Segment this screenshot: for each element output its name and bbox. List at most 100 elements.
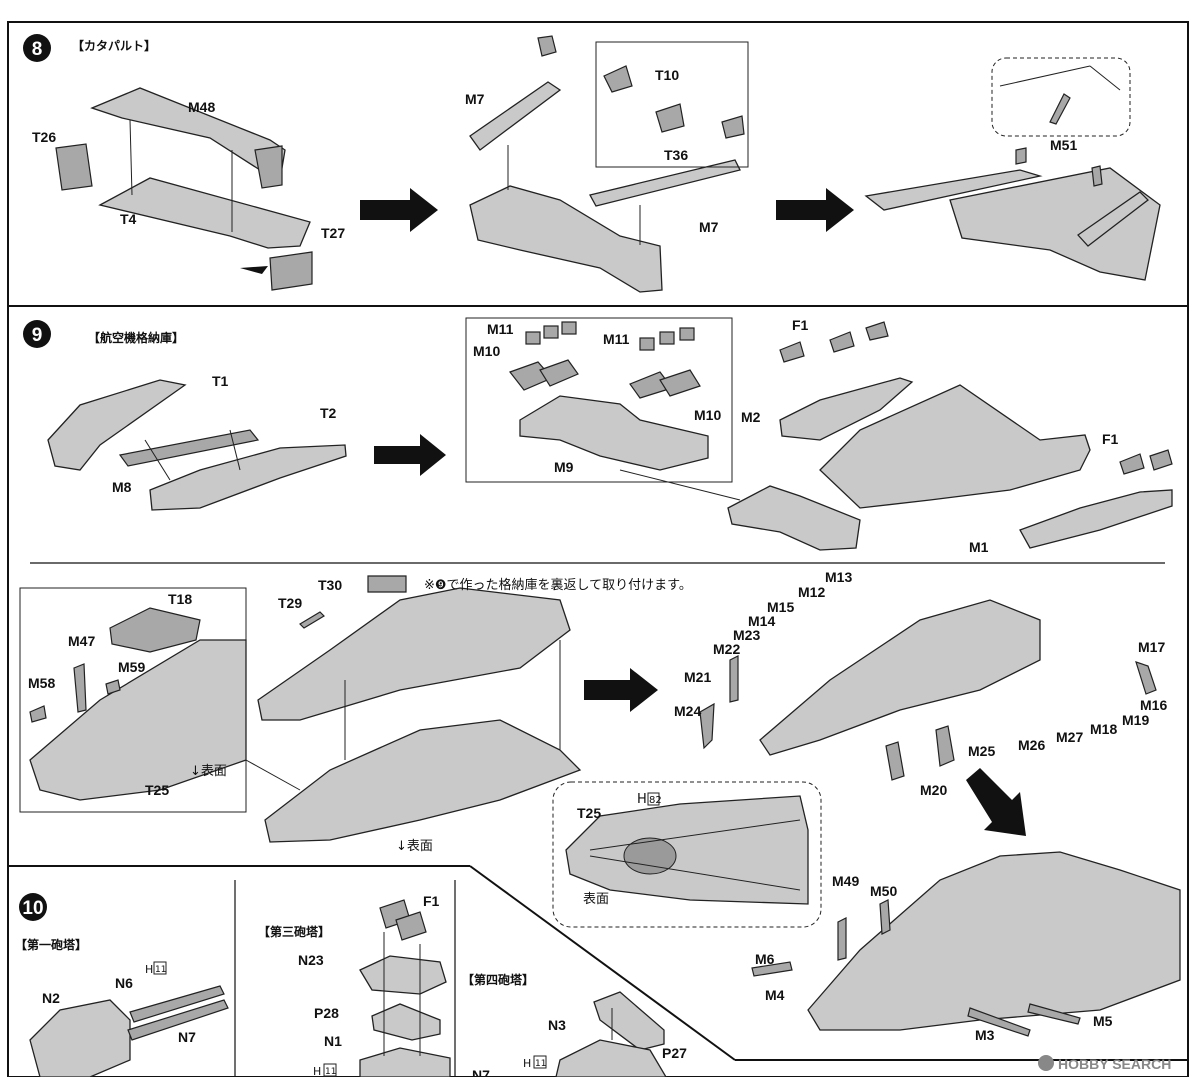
label-M5: M5 <box>1093 1013 1113 1029</box>
label-M10b: M10 <box>694 407 721 423</box>
step-8-number: 8 <box>32 39 43 60</box>
step-10: 10 【第一砲塔】 【第三砲塔】 【第四砲塔】 N2 N6 N7 H 11 F1… <box>15 893 687 1077</box>
t25-inset <box>552 781 822 928</box>
label-T2: T2 <box>320 405 337 421</box>
catapult-middle-parts <box>469 35 749 293</box>
label-M13: M13 <box>825 569 852 585</box>
label-T26: T26 <box>32 129 56 145</box>
step-8-title: 【カタパルト】 <box>72 38 156 53</box>
label-H82-number: 82 <box>649 795 662 806</box>
step-8-arrow-1 <box>360 188 438 232</box>
step-8-arrow-2 <box>776 188 854 232</box>
label-T18: T18 <box>168 591 192 607</box>
label-M9: M9 <box>554 459 574 475</box>
label-M26: M26 <box>1018 737 1045 753</box>
turret-fourth-title: 【第四砲塔】 <box>462 972 534 987</box>
label-N7a: N7 <box>178 1029 196 1045</box>
label-M17: M17 <box>1138 639 1165 655</box>
label-M12: M12 <box>798 584 825 600</box>
step-9-number: 9 <box>32 325 43 346</box>
label-M14: M14 <box>748 613 775 629</box>
label-T10: T10 <box>655 67 679 83</box>
label-M51: M51 <box>1050 137 1077 153</box>
hull-side-parts <box>699 599 1157 781</box>
step-9-arrow-3 <box>966 768 1026 836</box>
hangar-base-parts <box>47 379 347 511</box>
hull-deck-parts <box>257 575 582 843</box>
step-10-badge <box>19 893 47 921</box>
deck-attachment <box>19 587 301 813</box>
label-N7b: N7 <box>472 1067 490 1077</box>
label-M50: M50 <box>870 883 897 899</box>
label-H11a-number: 11 <box>155 965 166 975</box>
label-M2: M2 <box>741 409 761 425</box>
label-M10a: M10 <box>473 343 500 359</box>
step-8: 8 【カタパルト】 M48 T26 T4 T27 <box>23 34 1161 293</box>
label-P27: P27 <box>662 1045 687 1061</box>
label-M15: M15 <box>767 599 794 615</box>
label-H11c-number: 11 <box>535 1059 546 1069</box>
label-M21: M21 <box>684 669 711 685</box>
label-M7b: M7 <box>699 219 719 235</box>
label-M58: M58 <box>28 675 55 691</box>
turret-third-parts <box>359 899 451 1077</box>
final-hull-assembly <box>751 851 1181 1037</box>
step-9-badge <box>23 320 51 348</box>
label-T25b: T25 <box>577 805 601 821</box>
label-H11b: H <box>313 1065 321 1077</box>
label-M18: M18 <box>1090 721 1117 737</box>
label-M3: M3 <box>975 1027 995 1043</box>
label-M11b: M11 <box>603 331 630 347</box>
label-F1b: F1 <box>1102 431 1119 447</box>
label-T36: T36 <box>664 147 688 163</box>
label-N1: N1 <box>324 1033 342 1049</box>
label-M22: M22 <box>713 641 740 657</box>
step-9-arrow-1 <box>374 434 446 476</box>
label-T30: T30 <box>318 577 342 593</box>
step-9-title: 【航空機格納庫】 <box>88 330 184 345</box>
watermark-text: HOBBY SEARCH <box>1058 1056 1171 1072</box>
label-F1a: F1 <box>792 317 809 333</box>
label-M48: M48 <box>188 99 215 115</box>
label-H11b-number: 11 <box>325 1067 336 1077</box>
watermark-logo-icon <box>1038 1055 1054 1071</box>
turret-first-title: 【第一砲塔】 <box>15 937 87 952</box>
step-8-badge <box>23 34 51 62</box>
hangar-middle-parts <box>465 317 861 551</box>
label-M8: M8 <box>112 479 132 495</box>
label-T1: T1 <box>212 373 229 389</box>
surface-label-2: ↓表面 <box>396 839 433 854</box>
label-M59: M59 <box>118 659 145 675</box>
label-N6: N6 <box>115 975 133 991</box>
label-M49: M49 <box>832 873 859 889</box>
frame-lines <box>7 21 1189 1077</box>
catapult-base-parts <box>55 87 313 291</box>
label-N2: N2 <box>42 990 60 1006</box>
label-M1: M1 <box>969 539 989 555</box>
label-M16: M16 <box>1140 697 1167 713</box>
label-M20: M20 <box>920 782 947 798</box>
surface-label-3: 表面 <box>583 892 609 907</box>
catapult-final-assembly <box>864 57 1161 281</box>
label-T27: T27 <box>321 225 345 241</box>
label-M25: M25 <box>968 743 995 759</box>
label-T29: T29 <box>278 595 302 611</box>
label-T25a: T25 <box>145 782 169 798</box>
step-10-number: 10 <box>22 898 43 919</box>
label-M7a: M7 <box>465 91 485 107</box>
label-M23: M23 <box>733 627 760 643</box>
label-T4: T4 <box>120 211 137 227</box>
label-H11a: H <box>145 963 153 976</box>
turret-third-title: 【第三砲塔】 <box>258 924 330 939</box>
label-F1c: F1 <box>423 893 440 909</box>
label-M6: M6 <box>755 951 775 967</box>
surface-label-1: ↓表面 <box>190 764 227 779</box>
label-P28: P28 <box>314 1005 339 1021</box>
label-M11a: M11 <box>487 321 514 337</box>
turret-first-parts <box>29 985 229 1077</box>
turret-fourth-parts <box>555 991 667 1077</box>
step-9-arrow-2 <box>584 668 658 712</box>
step-9: 9 【航空機格納庫】 T1 T2 M8 <box>23 317 1173 555</box>
hangar-final-assembly <box>779 321 1173 549</box>
